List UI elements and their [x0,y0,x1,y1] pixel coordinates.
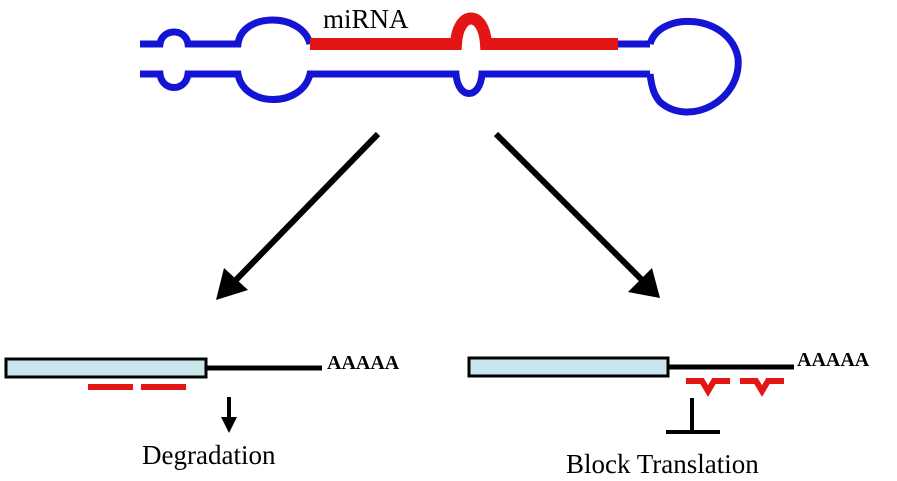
mirna-strand [310,12,618,50]
right-binding-site-2 [740,378,784,397]
right-poly-a-tail: AAAAA [797,349,870,371]
degradation-label: Degradation [142,440,276,470]
pathway-arrows [216,131,660,300]
arrow-left-shaft [231,131,381,285]
arrow-right-head [628,268,660,298]
arrow-right-shaft [493,131,645,283]
degradation-arrow-head [221,417,237,433]
arrow-left-head [216,268,248,300]
hairpin-upper-strand [140,16,314,48]
hairpin-lower-strand [140,70,650,103]
block-translation-label: Block Translation [566,449,759,479]
pre-mirna-hairpin [140,12,742,116]
left-coding-region [4,357,208,379]
left-poly-a-tail: AAAAA [327,352,400,374]
mirna-label: miRNA [323,4,409,34]
right-coding-region [467,356,670,378]
left-mrna [4,357,322,433]
hairpin-terminal-loop [646,17,742,116]
right-mrna [467,356,794,434]
right-binding-site-1 [686,378,730,397]
